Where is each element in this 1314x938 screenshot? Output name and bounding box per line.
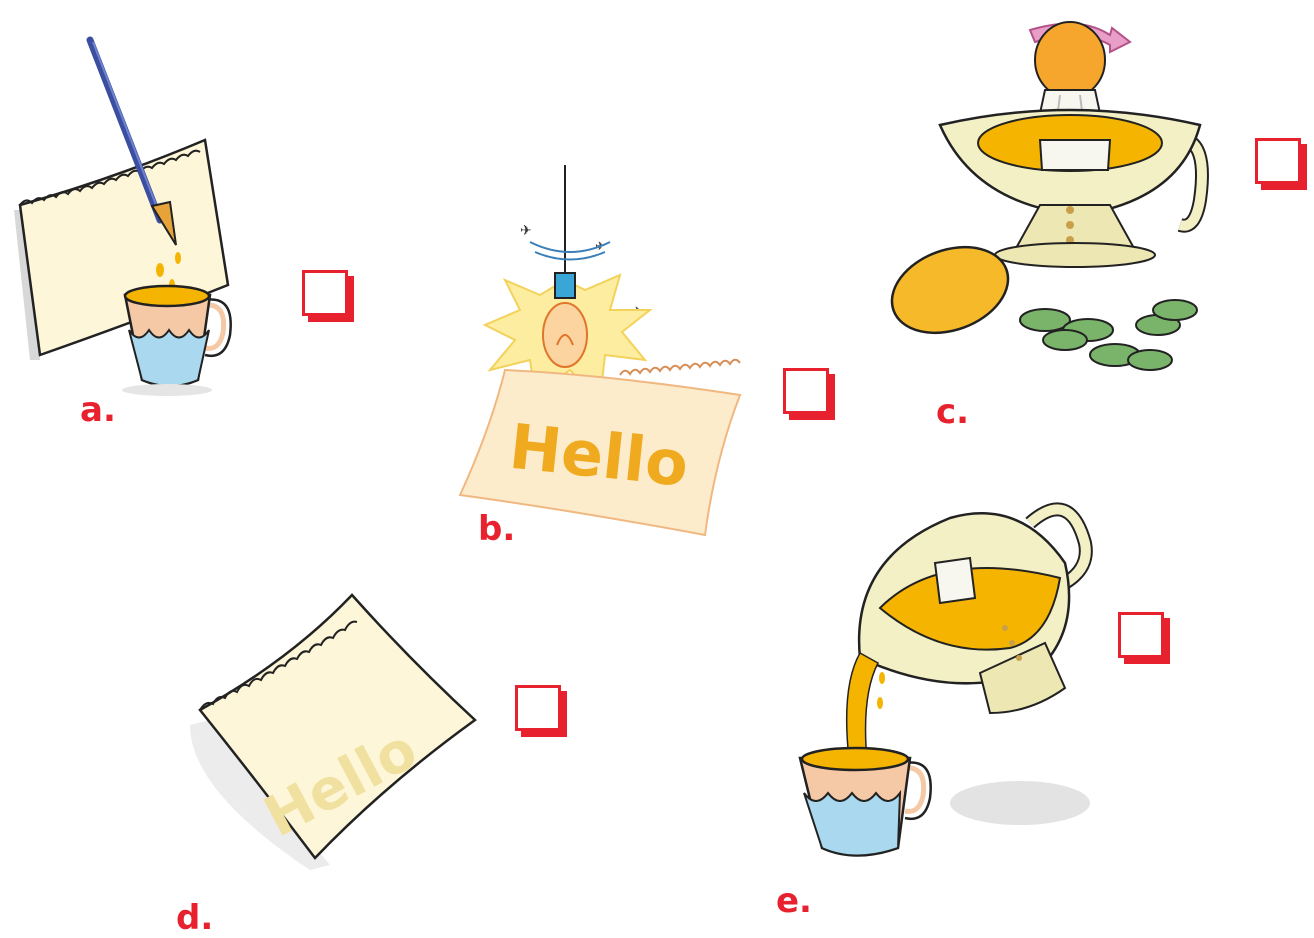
checkbox-e[interactable]	[1118, 612, 1170, 664]
illustration-b: ✈ ✈ ✈ Hello	[460, 160, 760, 540]
label-e: e.	[776, 884, 812, 918]
pouring-juice-into-cup-illustration	[790, 488, 1100, 878]
label-c: c.	[936, 395, 969, 429]
paper-with-invisible-writing-illustration: Hello	[170, 590, 490, 880]
light-bulb-heating-paper-illustration: ✈ ✈ ✈ Hello	[460, 160, 760, 540]
paper-with-pen-and-cup-illustration	[0, 30, 260, 400]
label-d: d.	[176, 901, 213, 935]
checkbox-b[interactable]	[783, 368, 835, 420]
checkbox-c[interactable]	[1255, 138, 1307, 190]
illustration-c	[880, 0, 1210, 390]
illustration-a	[0, 30, 260, 400]
citrus-juicer-with-lemon-illustration	[880, 0, 1210, 390]
illustration-d: Hello	[170, 590, 490, 880]
illustration-e	[790, 488, 1100, 878]
checkbox-a[interactable]	[302, 270, 354, 322]
label-b: b.	[478, 512, 515, 546]
svg-text:✈: ✈	[520, 223, 532, 239]
checkbox-d[interactable]	[515, 685, 567, 737]
label-a: a.	[80, 393, 116, 427]
